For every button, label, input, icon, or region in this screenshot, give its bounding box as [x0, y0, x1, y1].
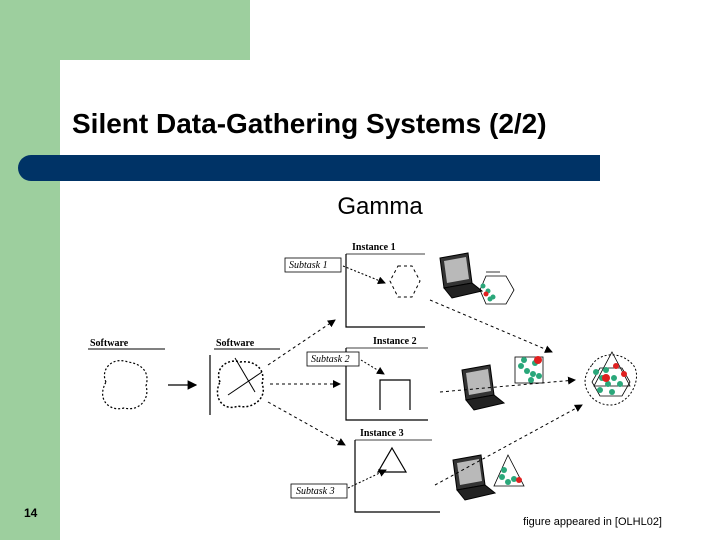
- instance-1-hexagon: [389, 265, 421, 298]
- title-underline-bar: [18, 155, 600, 181]
- instance-2-square: [379, 379, 411, 410]
- decor-green-left: [0, 60, 60, 540]
- arrow-merge-3: [434, 404, 583, 486]
- result-2-outline: [514, 356, 544, 384]
- result-1-outline: [479, 275, 515, 305]
- subtask-3-arrow: [347, 469, 387, 489]
- subtask-2-box: [306, 351, 360, 367]
- instance-1-frame: [345, 254, 425, 328]
- instance-3-triangle: [376, 446, 408, 473]
- subtask-3-label: Subtask 3: [296, 486, 335, 497]
- arrow-to-instance-1: [267, 319, 336, 366]
- subtask-3-box: [290, 483, 348, 499]
- decor-green-top: [0, 0, 250, 60]
- software-2-shape: [216, 360, 265, 409]
- result-1-dots: [480, 283, 496, 302]
- software-label-1: Software: [90, 338, 129, 349]
- slide-subtitle: Gamma: [337, 193, 423, 220]
- subtask-1-label: Subtask 1: [289, 260, 328, 271]
- software-label-2: Software: [216, 338, 255, 349]
- software-1-shape: [102, 360, 148, 410]
- subtask-1-arrow: [342, 265, 386, 285]
- result-3-outline: [493, 454, 525, 487]
- subtask-2-arrow: [360, 359, 385, 375]
- arrow-to-instance-3: [267, 401, 346, 446]
- page-number: 14: [24, 506, 38, 520]
- software-2-cut-2: [227, 371, 263, 396]
- subtask-1-box: [284, 257, 342, 273]
- merged-result: [584, 351, 638, 406]
- software-2-cut-1: [234, 357, 256, 393]
- arrow-merge-2: [439, 376, 576, 393]
- laptop-icon-2: [461, 364, 505, 411]
- result-3-dots: [499, 467, 522, 485]
- instance-3-label: Instance 3: [360, 428, 404, 439]
- instance-1-label: Instance 1: [352, 242, 396, 253]
- instance-3-frame: [354, 440, 440, 513]
- subtask-2-label: Subtask 2: [311, 354, 350, 365]
- result-2-dots: [518, 356, 542, 383]
- instance-2-label: Instance 2: [373, 336, 417, 347]
- figure-caption: figure appeared in [OLHL02]: [523, 516, 662, 528]
- slide-title: Silent Data-Gathering Systems (2/2): [72, 108, 547, 139]
- instance-2-frame: [345, 348, 428, 421]
- laptop-icon-1: [439, 252, 483, 299]
- arrow-merge-1: [429, 299, 553, 353]
- laptop-icon-3: [452, 454, 496, 501]
